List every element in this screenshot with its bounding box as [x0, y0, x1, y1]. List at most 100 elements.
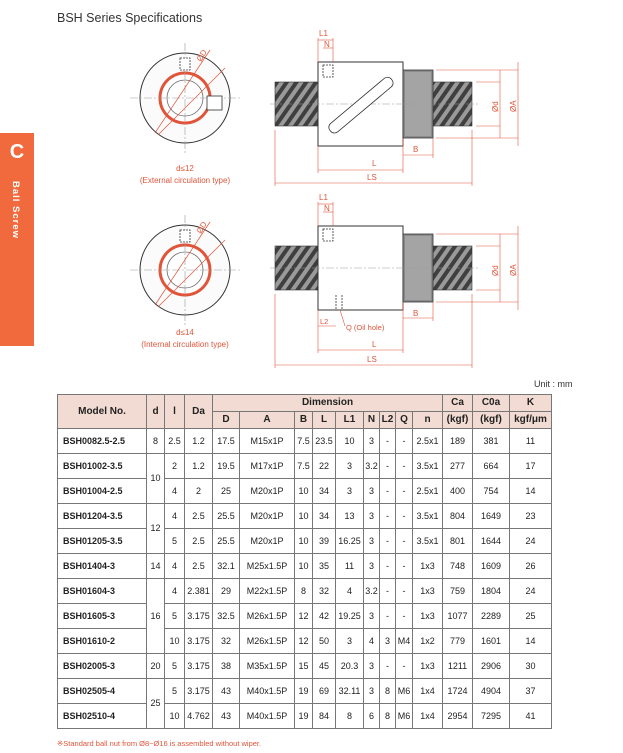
cell-N: 4: [363, 628, 380, 654]
cell-B: 10: [294, 503, 313, 529]
cell-model: BSH02505-4: [57, 678, 147, 704]
table-row: BSH01205-3.5 5 2.5 25.5 M20x1P 10 39 16.…: [57, 528, 552, 554]
cell-L2: -: [379, 478, 396, 504]
cell-Q: M6: [395, 678, 413, 704]
ext-dim-B-label: B: [413, 145, 418, 154]
header-c0a: C0a: [472, 394, 510, 412]
cell-L2: 8: [379, 678, 396, 704]
cell-L1: 10: [335, 428, 364, 454]
header-A: A: [239, 411, 295, 429]
cell-model: BSH0082.5-2.5: [57, 428, 147, 454]
ext-caption-size: d≤12: [176, 164, 194, 173]
cell-L2: -: [379, 653, 396, 679]
cell-B: 19: [294, 703, 313, 729]
ext-dim-A-label: ØA: [509, 100, 518, 112]
cell-L: 35: [312, 553, 336, 579]
cell-model: BSH01610-2: [57, 628, 147, 654]
cell-d: 14: [146, 553, 165, 579]
cell-L: 23.5: [312, 428, 336, 454]
cell-c0a: 1649: [472, 503, 510, 529]
cell-A: M17x1P: [239, 453, 295, 479]
table-row: BSH02005-3 20 5 3.175 38 M35x1.5P 15 45 …: [57, 653, 552, 679]
cell-L: 45: [312, 653, 336, 679]
cell-L1: 3: [335, 453, 364, 479]
cell-ca: 2954: [442, 703, 473, 729]
cell-L: 32: [312, 578, 336, 604]
cell-N: 3.2: [363, 453, 380, 479]
cell-n: 2.5x1: [412, 478, 443, 504]
cell-da: 3.175: [184, 628, 213, 654]
cell-Q: -: [395, 603, 413, 629]
cell-da: 1.2: [184, 453, 213, 479]
cell-da: 1.2: [184, 428, 213, 454]
cell-A: M20x1P: [239, 503, 295, 529]
cell-c0a: 7295: [472, 703, 510, 729]
ext-dim-d-label: Ød: [491, 101, 500, 112]
int-dim-L1-label: L1: [319, 193, 328, 202]
cell-D: 38: [212, 653, 240, 679]
int-caption-size: d≤14: [176, 328, 194, 337]
cell-k: 24: [509, 528, 552, 554]
ext-dim-N-label: N: [324, 40, 330, 49]
cell-L1: 19.25: [335, 603, 364, 629]
cell-Q: -: [395, 553, 413, 579]
cell-model: BSH01002-3.5: [57, 453, 147, 479]
cell-A: M40x1.5P: [239, 678, 295, 704]
cell-d: 25: [146, 678, 165, 729]
cell-A: M26x1.5P: [239, 603, 295, 629]
header-dimension: Dimension: [212, 394, 443, 412]
cell-A: M26x1.5P: [239, 628, 295, 654]
cell-l: 4: [164, 503, 185, 529]
header-N: N: [363, 411, 380, 429]
table-row: BSH02510-4 10 4.762 43 M40x1.5P 19 84 8 …: [57, 703, 552, 729]
cell-c0a: 4904: [472, 678, 510, 704]
cell-model: BSH01604-3: [57, 578, 147, 604]
int-dim-LS-label: LS: [367, 355, 377, 364]
header-n: n: [412, 411, 443, 429]
table-row: BSH0082.5-2.5 8 2.5 1.2 17.5 M15x1P 7.5 …: [57, 428, 552, 454]
int-dim-L2-label: L2: [320, 317, 328, 326]
cell-L1: 11: [335, 553, 364, 579]
cell-l: 4: [164, 553, 185, 579]
int-caption-type: (Internal circulation type): [141, 340, 229, 349]
cell-Q: -: [395, 528, 413, 554]
cell-L: 50: [312, 628, 336, 654]
cell-k: 26: [509, 553, 552, 579]
cell-d: 12: [146, 503, 165, 554]
technical-drawings: ØD L1 N L B LS Ød ØA: [130, 29, 519, 368]
cell-L: 22: [312, 453, 336, 479]
cell-L2: -: [379, 453, 396, 479]
table-row: BSH02505-4 25 5 3.175 43 M40x1.5P 19 69 …: [57, 678, 552, 729]
header-L1: L1: [335, 411, 364, 429]
header-k: K: [509, 394, 552, 412]
cell-ca: 804: [442, 503, 473, 529]
cell-B: 10: [294, 553, 313, 579]
page-title: BSH Series Specifications: [57, 11, 203, 25]
cell-k: 14: [509, 478, 552, 504]
header-c0a-unit: (kgf): [472, 411, 510, 429]
cell-c0a: 1804: [472, 578, 510, 604]
cell-l: 2: [164, 453, 185, 479]
cell-c0a: 381: [472, 428, 510, 454]
cell-L: 42: [312, 603, 336, 629]
cell-c0a: 2289: [472, 603, 510, 629]
cell-Q: -: [395, 503, 413, 529]
cell-L1: 3: [335, 628, 364, 654]
internal-side-view: [270, 202, 519, 368]
cell-n: 1x3: [412, 603, 443, 629]
header-L: L: [312, 411, 336, 429]
cell-k: 37: [509, 678, 552, 704]
cell-c0a: 2906: [472, 653, 510, 679]
cell-L2: -: [379, 578, 396, 604]
ext-dim-LS-label: LS: [367, 173, 377, 182]
external-end-view: [130, 43, 240, 153]
cell-c0a: 664: [472, 453, 510, 479]
cell-B: 12: [294, 628, 313, 654]
footnote: ※Standard ball nut from Ø8~Ø16 is assemb…: [57, 739, 262, 748]
cell-l: 5: [164, 653, 185, 679]
header-L2: L2: [379, 411, 396, 429]
cell-D: 29: [212, 578, 240, 604]
cell-k: 11: [509, 428, 552, 454]
cell-D: 19.5: [212, 453, 240, 479]
table-row: BSH01002-3.5 10 2 1.2 19.5 M17x1P 7.5 22…: [57, 453, 552, 504]
